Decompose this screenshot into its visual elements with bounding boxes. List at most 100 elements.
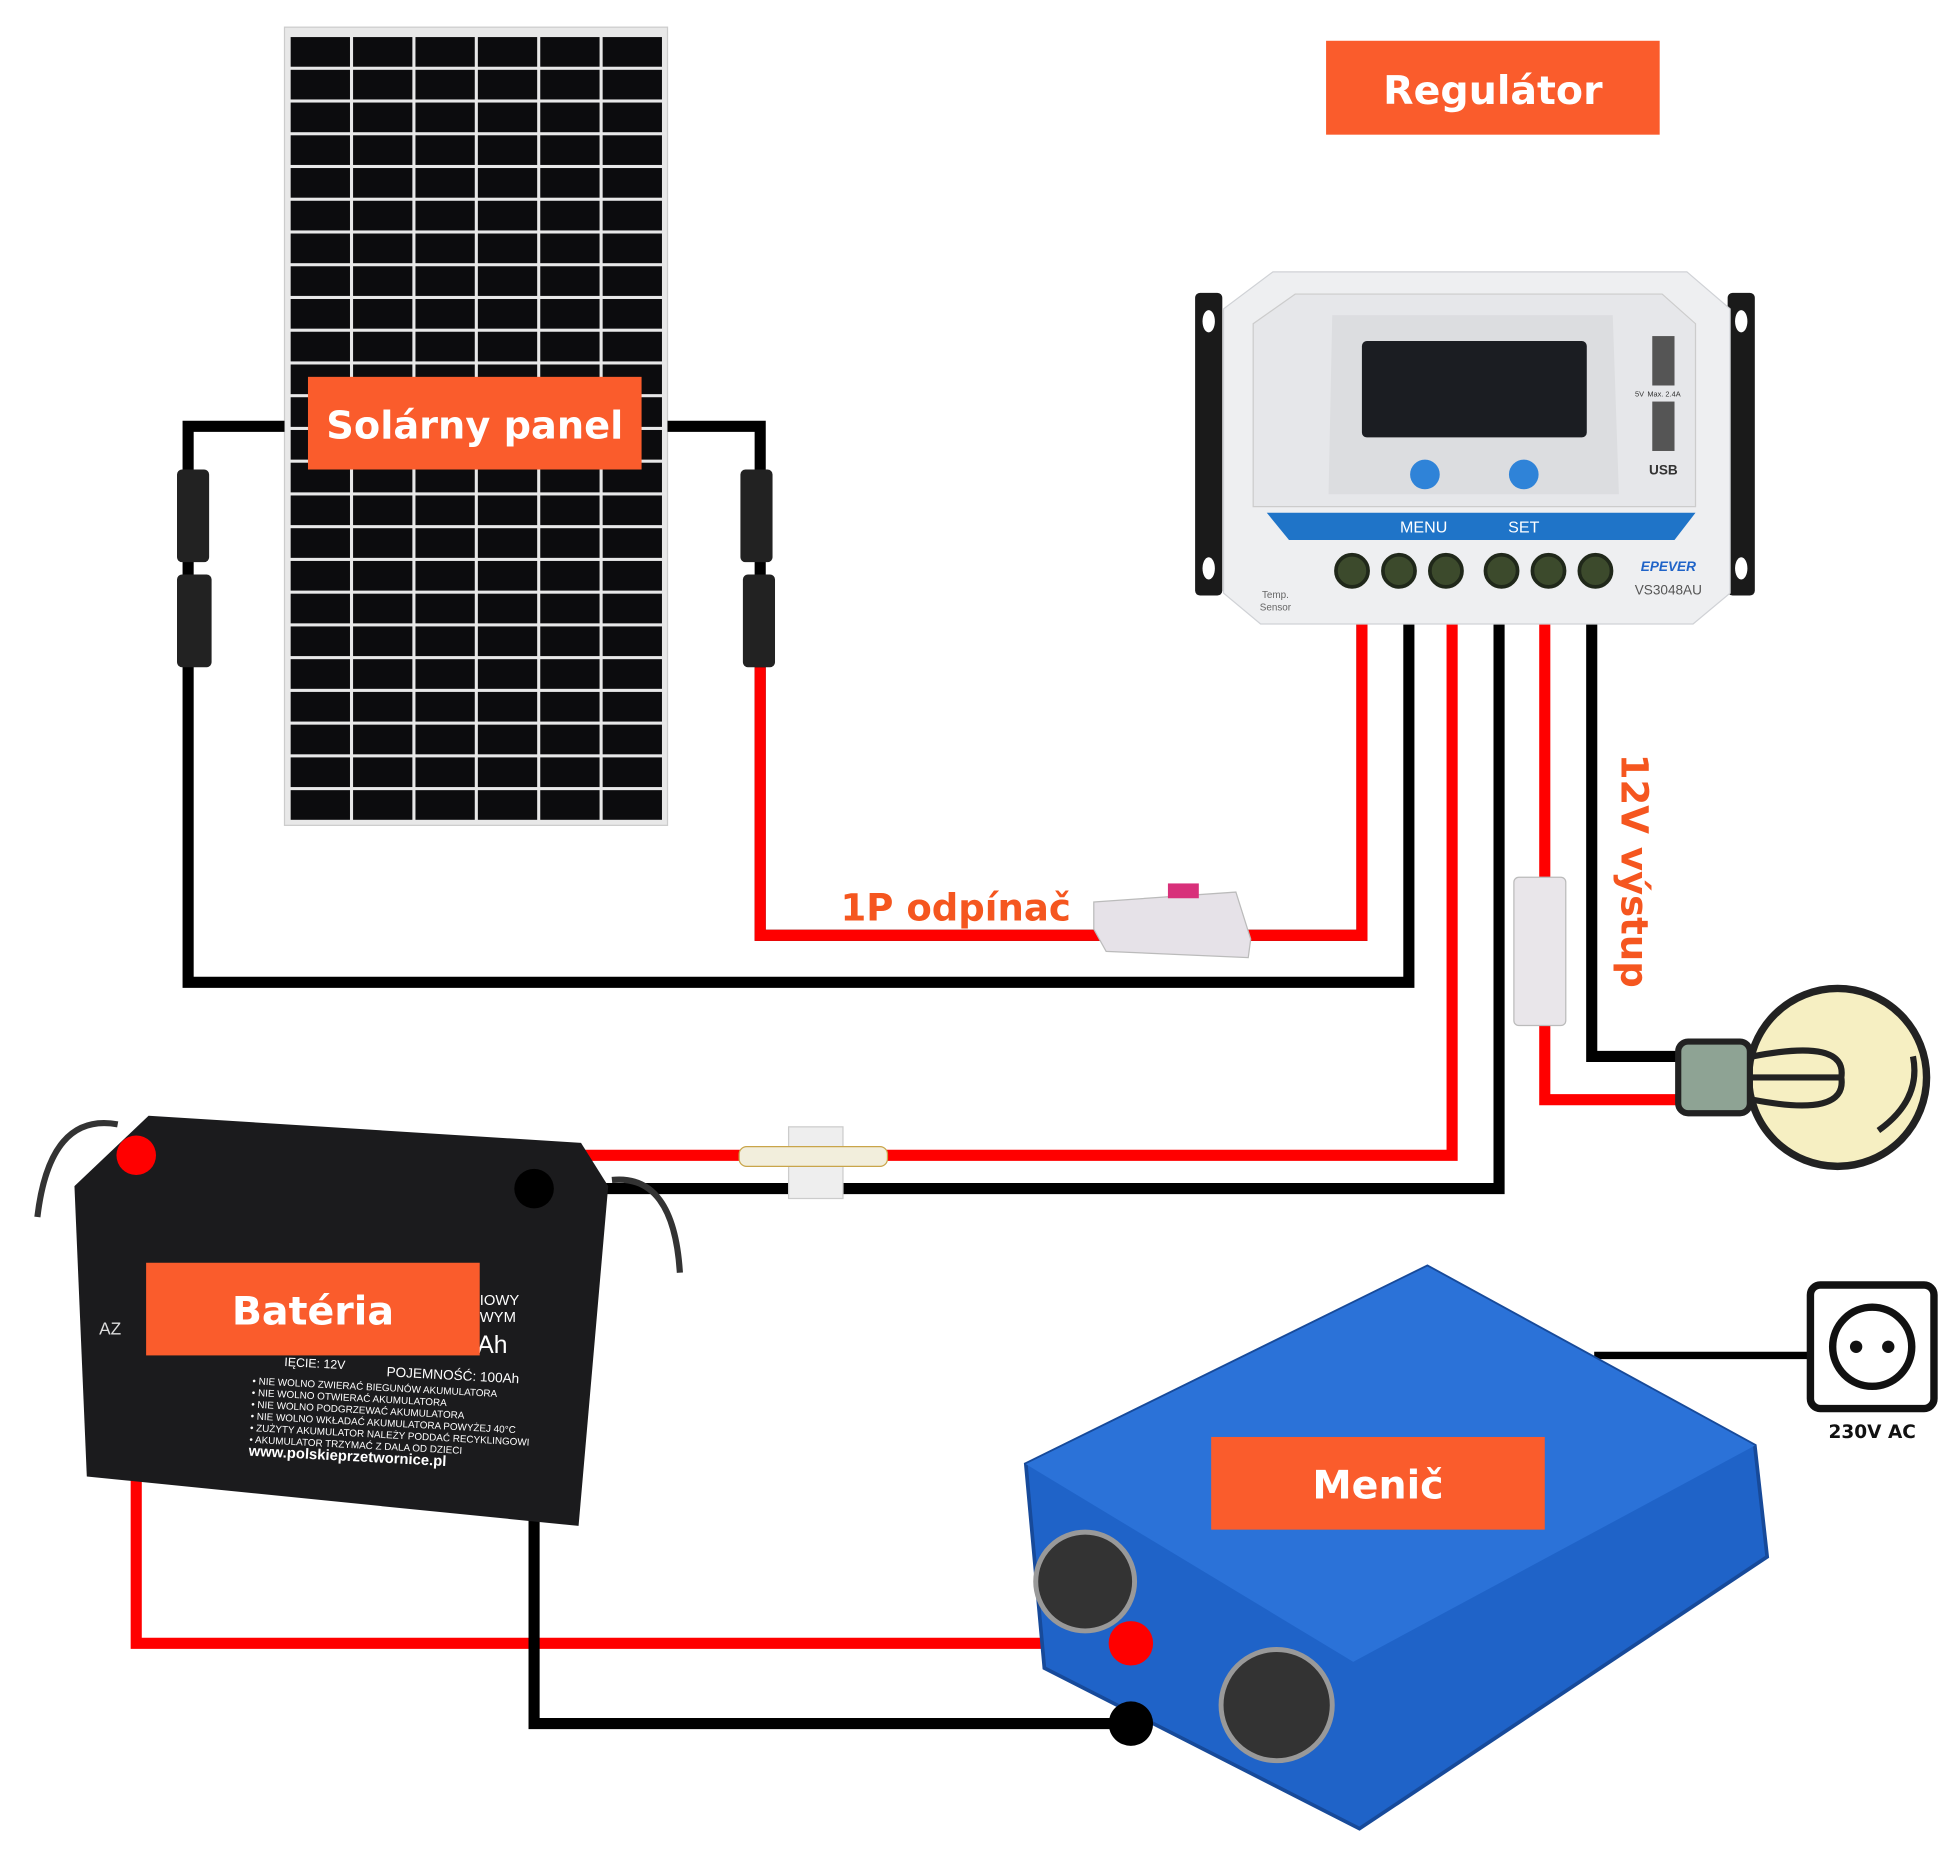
- solar-cell: [353, 593, 413, 624]
- solar-cell: [602, 69, 662, 100]
- solar-cell: [602, 299, 662, 329]
- solar-cell: [540, 200, 600, 231]
- solar-cell: [415, 560, 475, 591]
- solar-cell: [353, 233, 413, 264]
- solar-cell: [415, 168, 475, 198]
- solar-cell: [602, 790, 662, 820]
- inverter-positive-terminal: [1108, 1621, 1154, 1666]
- solar-cell: [540, 102, 600, 133]
- solar-cell: [477, 790, 538, 820]
- solar-cell: [415, 200, 475, 231]
- solar-cell: [353, 560, 413, 591]
- solar-cell: [290, 659, 350, 689]
- solar-cell: [415, 299, 475, 329]
- solar-cell: [415, 331, 475, 362]
- solar-cell: [602, 659, 662, 689]
- solar-cell: [602, 593, 662, 624]
- solar-cell: [290, 135, 350, 165]
- solar-cell: [477, 691, 538, 722]
- usb-port[interactable]: [1652, 336, 1675, 386]
- solar-cell: [290, 331, 350, 362]
- regulator-label: Regulátor: [1383, 68, 1603, 114]
- solar-cell: [415, 593, 475, 624]
- solar-cell: [415, 724, 475, 755]
- breaker-1p[interactable]: [1093, 883, 1252, 959]
- solar-panel-label: Solárny panel: [326, 404, 623, 449]
- solar-cell: [415, 528, 475, 558]
- breaker-12v-output[interactable]: [1513, 876, 1567, 1027]
- battery-ah: Ah: [477, 1332, 507, 1359]
- solar-cell: [540, 659, 600, 689]
- solar-cell: [602, 724, 662, 755]
- solar-cell: [415, 659, 475, 689]
- solar-cell: [540, 560, 600, 591]
- solar-cell: [353, 37, 413, 67]
- solar-cell: [477, 233, 538, 264]
- solar-cell: [415, 790, 475, 820]
- solar-cell: [602, 691, 662, 722]
- set-button[interactable]: [1508, 459, 1539, 490]
- solar-cell: [540, 37, 600, 67]
- inline-fuse: [738, 1126, 889, 1200]
- solar-cell: [540, 331, 600, 362]
- solar-cell: [540, 757, 600, 788]
- brand-logo: EPEVER: [1641, 559, 1696, 574]
- solar-cell: [602, 626, 662, 657]
- solar-cell: [290, 691, 350, 722]
- screw-terminal: [1334, 552, 1370, 589]
- solar-cell: [415, 102, 475, 133]
- output-12v-label: 12V výstup: [1612, 754, 1655, 988]
- solar-cell: [290, 266, 350, 296]
- solar-cell: [602, 135, 662, 165]
- solar-cell: [353, 331, 413, 362]
- solar-cell: [477, 299, 538, 329]
- solar-cell: [353, 299, 413, 329]
- solar-cell: [353, 757, 413, 788]
- solar-cell: [415, 757, 475, 788]
- solar-cell: [540, 69, 600, 100]
- model-label: VS3048AU: [1635, 582, 1702, 597]
- solar-cell: [477, 724, 538, 755]
- solar-cell: [353, 528, 413, 558]
- solar-cell: [602, 233, 662, 264]
- mc4-connectors: [177, 469, 776, 668]
- solar-cell: [602, 560, 662, 591]
- solar-cell: [602, 37, 662, 67]
- solar-cell: [540, 168, 600, 198]
- solar-cell: [353, 495, 413, 526]
- battery-label: Batéria: [232, 1289, 394, 1335]
- solar-cell: [540, 593, 600, 624]
- solar-cell: [415, 37, 475, 67]
- fan-icon: [1033, 1529, 1138, 1634]
- solar-cell: [353, 266, 413, 296]
- solar-cell: [415, 626, 475, 657]
- solar-cell: [540, 790, 600, 820]
- solar-cell: [290, 790, 350, 820]
- usb-spec-voltage: 5V: [1635, 390, 1644, 399]
- solar-cell: [353, 724, 413, 755]
- solar-cell: [290, 724, 350, 755]
- breaker-label: 1P odpínač: [841, 886, 1071, 929]
- solar-cell: [353, 691, 413, 722]
- solar-cell: [477, 757, 538, 788]
- solar-cell: [477, 495, 538, 526]
- solar-cell: [602, 331, 662, 362]
- solar-cell: [540, 135, 600, 165]
- battery-capacity: POJEMNOŚĆ: 100Ah: [386, 1364, 519, 1386]
- solar-cell: [290, 528, 350, 558]
- solar-cell: [353, 168, 413, 198]
- solar-cell: [290, 757, 350, 788]
- solar-cell: [290, 299, 350, 329]
- solar-cell: [290, 102, 350, 133]
- battery-negative-terminal: [514, 1168, 554, 1209]
- solar-cell: [477, 528, 538, 558]
- solar-cell: [602, 757, 662, 788]
- battery-positive-terminal: [116, 1135, 156, 1176]
- usb-port[interactable]: [1652, 401, 1675, 451]
- solar-cell: [477, 266, 538, 296]
- solar-cell: [415, 69, 475, 100]
- menu-button[interactable]: [1410, 459, 1440, 490]
- solar-cell: [477, 168, 538, 198]
- solar-cell: [540, 266, 600, 296]
